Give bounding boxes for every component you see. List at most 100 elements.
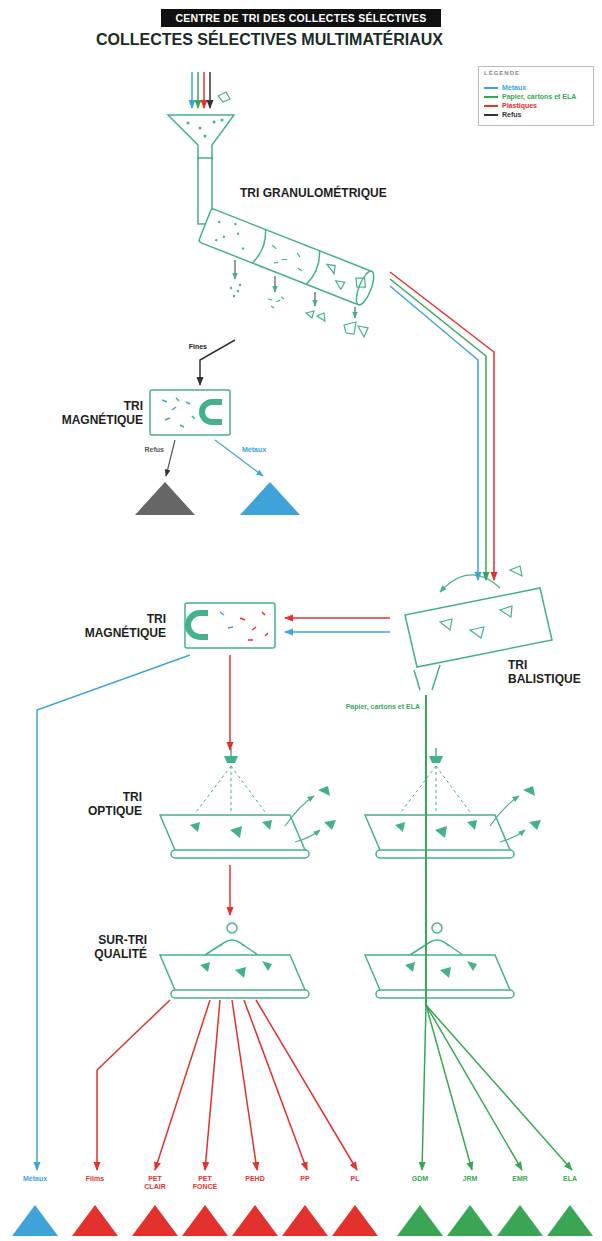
legend-swatch — [484, 114, 498, 116]
quality-sorter — [160, 923, 309, 998]
pile-label: PL — [332, 1175, 378, 1183]
output-piles — [12, 1205, 593, 1236]
ballistic-separator — [440, 619, 452, 630]
screen-outputs — [306, 311, 314, 318]
flow-connector — [244, 1000, 307, 1170]
step-label: SUR-TRI QUALITÉ — [75, 933, 147, 962]
flow-connector — [229, 865, 231, 915]
trommel-screen — [306, 251, 323, 286]
fines-outputs — [240, 482, 300, 515]
output-piles — [72, 1205, 118, 1236]
trommel-screen — [198, 208, 371, 305]
output-piles — [12, 1205, 58, 1236]
flow-connector — [285, 631, 390, 633]
trommel-screen — [218, 220, 221, 223]
output-pile: PEHD — [232, 1170, 282, 1236]
output-pile: PET CLAIR — [132, 1170, 178, 1236]
screen-outputs — [354, 307, 355, 318]
flow-connector — [229, 655, 231, 750]
process-step: TRI BALISTIQUE — [390, 580, 600, 695]
screen-outputs — [230, 284, 241, 297]
flow-connector — [205, 1000, 220, 1170]
magnetic-separator — [220, 612, 233, 628]
input-stream — [191, 72, 193, 108]
magnetic-separator — [188, 613, 208, 637]
pile-label: PET FONCÉ — [191, 1175, 219, 1192]
trommel-screen — [333, 279, 344, 290]
trommel-screen — [187, 122, 190, 125]
fines-outputs — [215, 440, 263, 476]
trommel-screen — [204, 135, 207, 138]
ballistic-separator — [440, 575, 500, 592]
pile-label: GDM — [397, 1175, 443, 1183]
flow-connector — [285, 617, 390, 619]
output-piles — [397, 1205, 443, 1236]
step-label: TRI BALISTIQUE — [508, 658, 590, 687]
pile-label: PEHD — [232, 1175, 278, 1183]
legend-swatch — [484, 87, 498, 89]
process-step: TRI GRANULOMÉTRIQUE — [165, 110, 390, 340]
screen-outputs — [233, 295, 235, 297]
magnetic-separator — [185, 603, 275, 648]
output-piles — [332, 1205, 378, 1236]
output-pile: ELA — [547, 1170, 597, 1236]
input-stream — [218, 92, 230, 102]
input-stream — [203, 72, 205, 108]
trommel-screen — [198, 208, 377, 307]
subtitle: COLLECTES SÉLECTIVES MULTIMATÉRIAUX — [96, 30, 443, 49]
stream-label: Refus — [128, 446, 164, 454]
pile-label: JRM — [447, 1175, 493, 1183]
legend-entry: Métaux — [484, 84, 526, 92]
magnetic-separator — [202, 402, 222, 422]
trommel-screen — [266, 243, 307, 273]
flow-connector — [256, 1000, 357, 1170]
flow-connector — [426, 695, 572, 1170]
fines-outputs — [166, 440, 175, 476]
trommel-screen — [325, 263, 337, 274]
legend-entry: Refus — [484, 111, 521, 119]
output-piles — [232, 1205, 278, 1236]
output-pile: JRM — [447, 1170, 497, 1236]
optical-sorter — [365, 748, 541, 858]
step-label: TRI OPTIQUE — [80, 790, 142, 819]
trommel-screen — [252, 230, 269, 265]
output-pile: EMR — [497, 1170, 547, 1236]
trommel-screen — [353, 269, 377, 307]
trommel-screen — [215, 239, 218, 242]
output-pile: PL — [332, 1170, 382, 1236]
output-pile: Films — [72, 1170, 122, 1236]
trommel-screen — [222, 235, 225, 238]
legend-text: Plastiques — [502, 102, 537, 110]
magnetic-separator — [150, 390, 230, 435]
pile-label: Films — [72, 1175, 118, 1183]
output-piles — [282, 1205, 328, 1236]
legend-text: Métaux — [502, 84, 526, 92]
trommel-screen — [353, 275, 368, 290]
flow-connector — [97, 1000, 170, 1170]
output-piles — [182, 1205, 228, 1236]
trommel-screen — [221, 119, 224, 122]
magnetic-separator — [165, 398, 195, 427]
output-piles — [547, 1205, 593, 1236]
screen-outputs — [317, 313, 325, 321]
screen-outputs — [274, 276, 275, 292]
input-stream — [197, 72, 199, 108]
screen-outputs — [358, 326, 368, 337]
output-piles — [497, 1205, 543, 1236]
legend-swatch — [484, 105, 498, 107]
output-piles — [447, 1205, 493, 1236]
screen-outputs — [306, 311, 368, 337]
fines-outputs — [135, 482, 195, 515]
legend-text: Refus — [502, 111, 521, 119]
trommel-screen — [168, 115, 234, 160]
output-piles — [132, 1205, 178, 1236]
magnetic-separator — [240, 612, 268, 640]
header-bar: CENTRE DE TRI DES COLLECTES SÉLECTIVES — [0, 8, 602, 27]
quality-sorter — [365, 923, 514, 998]
ballistic-separator — [510, 566, 522, 576]
ballistic-separator — [500, 606, 512, 617]
input-stream — [192, 72, 230, 108]
screen-outputs — [234, 260, 235, 279]
step-label: TRI MAGNÉTIQUE — [55, 399, 143, 428]
pile-label: ELA — [547, 1175, 593, 1183]
